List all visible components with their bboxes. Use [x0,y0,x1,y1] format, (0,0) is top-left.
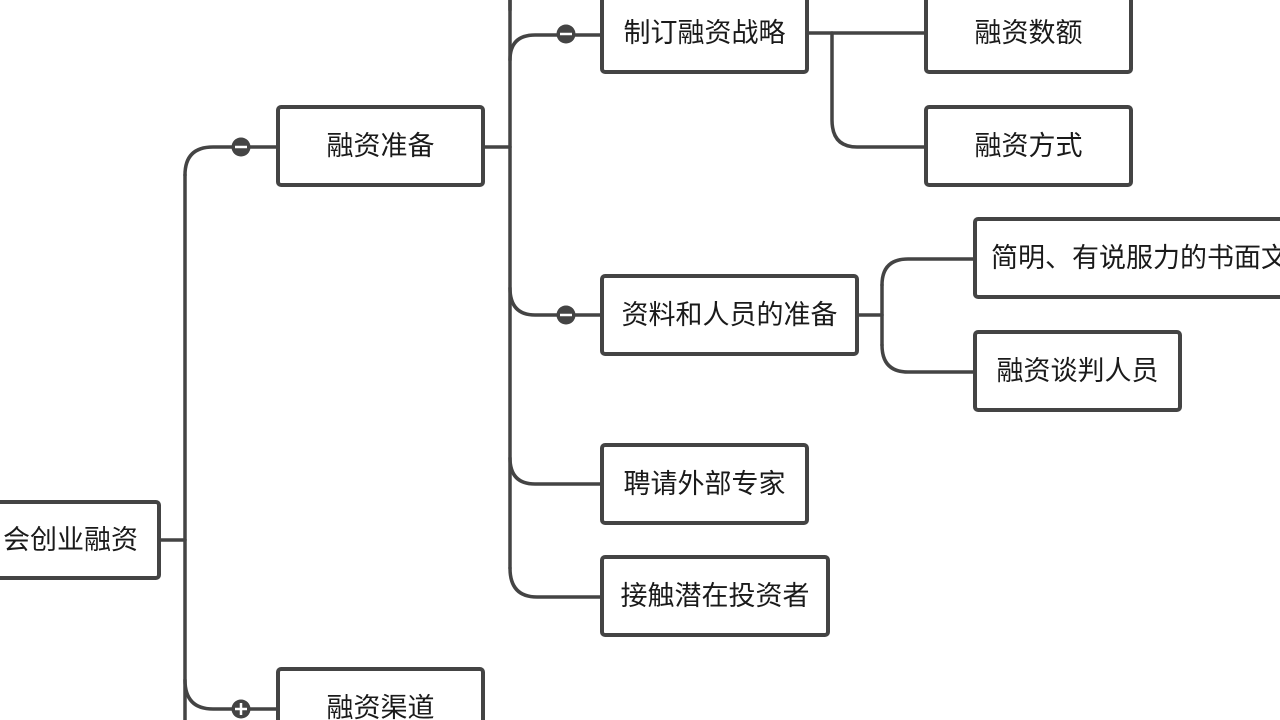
node-label: 接触潜在投资者 [620,580,810,612]
expand-plus-icon[interactable] [231,699,251,719]
node-zhiding-rongzi-zhanlue[interactable]: 制订融资战略 [600,0,809,74]
connector-to-ziliao [508,286,604,317]
connector-to-zhanlue [508,33,604,62]
node-label: 融资方式 [974,130,1083,162]
node-tanpan-renyuan[interactable]: 融资谈判人员 [973,330,1182,412]
node-jiechu-qianzai-touzizhe[interactable]: 接触潜在投资者 [600,555,830,637]
connector-to-rongzi-qudao [183,678,280,711]
node-rongzi-fangshi[interactable]: 融资方式 [924,105,1133,187]
node-label: 聘请外部专家 [623,468,786,500]
node-label: 简明、有说服力的书面文 [991,242,1280,274]
node-label: 融资数额 [974,17,1083,49]
collapse-minus-icon[interactable] [231,137,251,157]
connector-to-rongzi-zhunbei [183,145,280,177]
root-node[interactable]: 会创业融资 [0,500,161,580]
connector-zhanlue-trunk [830,31,928,149]
node-label: 资料和人员的准备 [621,299,838,331]
collapse-minus-icon[interactable] [556,305,576,325]
node-rongzi-zhunbei[interactable]: 融资准备 [276,105,485,187]
node-label: 融资谈判人员 [996,355,1159,387]
node-label: 融资渠道 [326,692,435,720]
node-rongzi-shue[interactable]: 融资数额 [924,0,1133,74]
connector-to-pinqing [508,456,604,486]
node-ziliao-he-renyuan[interactable]: 资料和人员的准备 [600,274,859,356]
node-label: 制订融资战略 [623,17,786,49]
node-rongzi-qudao[interactable]: 融资渠道 [276,667,485,720]
root-node-label: 会创业融资 [3,524,138,556]
node-pinqing-waibu-zhuanjia[interactable]: 聘请外部专家 [600,443,809,525]
node-label: 融资准备 [326,130,435,162]
connector-to-tanpan [880,343,977,374]
connector-to-shumian [880,257,977,287]
collapse-minus-icon[interactable] [556,24,576,44]
node-shumian-wenjian[interactable]: 简明、有说服力的书面文 [973,217,1280,299]
connector-to-jiechu [508,566,604,599]
